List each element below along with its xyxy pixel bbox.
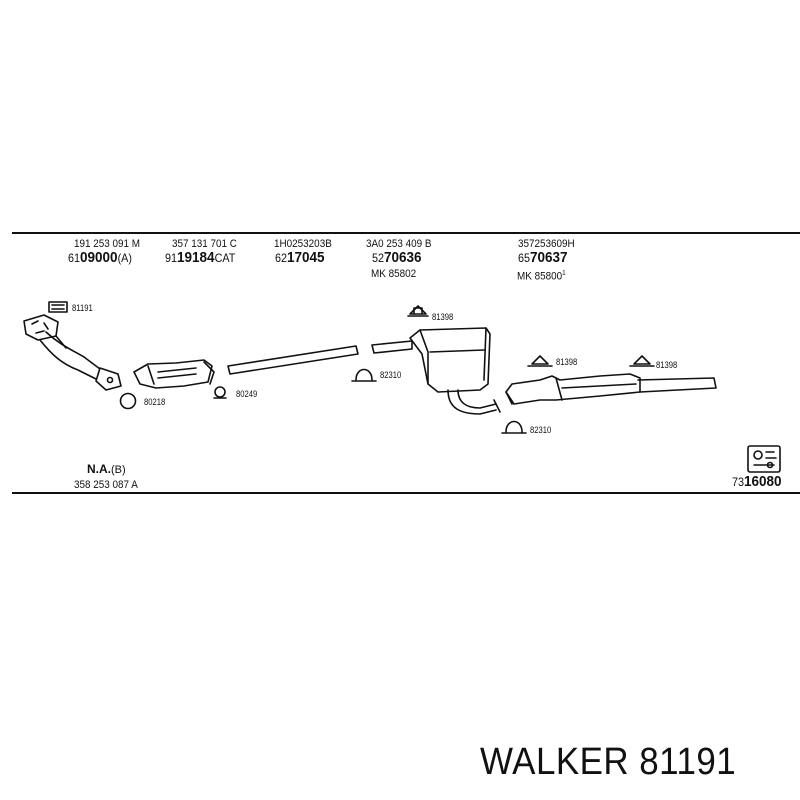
tag-81191: 81191: [72, 303, 93, 313]
part-mk-5: MK 858001: [517, 268, 566, 283]
hanger-icon-2: [527, 355, 553, 367]
tag-80218: 80218: [144, 397, 166, 407]
clamp-icon: [213, 386, 227, 399]
hanger-icon-3: [629, 355, 655, 367]
hanger-icon-1: [407, 305, 429, 317]
kit-prefix: 73: [732, 475, 745, 489]
bottom-rule: [12, 492, 800, 494]
part-mk-5-sup: 1: [562, 270, 566, 277]
part-number-2: 9119184CAT: [165, 249, 236, 266]
tag-82310-b: 82310: [530, 425, 552, 435]
na-suffix: (B): [111, 464, 126, 476]
middle-pipe-icon: [227, 345, 359, 375]
part-prefix-1: 61: [68, 251, 81, 265]
part-number-1: 6109000(A): [68, 249, 132, 266]
part-num-1: 09000: [80, 249, 118, 266]
na-text: N.A.: [87, 462, 111, 476]
part-num-2: 19184: [177, 249, 215, 266]
part-code-3: 1H0253203B: [274, 238, 332, 250]
na-label: N.A.(B): [87, 462, 126, 476]
part-number-3: 6217045: [275, 249, 325, 266]
part-num-5: 70637: [530, 249, 568, 266]
center-muffler-icon: [409, 327, 501, 415]
part-prefix-3: 62: [275, 251, 288, 265]
fitting-kit-icon: [747, 445, 781, 473]
u-clamp-icon-1: [351, 368, 377, 382]
gasket-plate-icon: [48, 301, 68, 313]
top-rule: [12, 232, 800, 234]
part-num-4: 70636: [384, 249, 422, 266]
part-number-5: 6570637: [518, 249, 568, 266]
u-clamp-icon-2: [501, 420, 527, 434]
part-num-3: 17045: [287, 249, 325, 266]
part-number-4: 5270636: [372, 249, 422, 266]
tag-81398-b: 81398: [556, 357, 578, 367]
pipe-stub-icon: [371, 340, 413, 354]
tag-80249: 80249: [236, 389, 258, 399]
ring-gasket-icon: [119, 392, 137, 410]
part-suffix-1: (A): [117, 251, 132, 265]
part-prefix-5: 65: [518, 251, 531, 265]
kit-num: 16080: [744, 473, 782, 490]
catalytic-converter-icon: [133, 359, 215, 389]
part-mk-4: MK 85802: [371, 268, 417, 280]
part-suffix-2: CAT: [214, 251, 236, 265]
part-mk-5-text: MK 85800: [517, 270, 563, 283]
part-prefix-2: 91: [165, 251, 178, 265]
tag-82310-a: 82310: [380, 370, 402, 380]
part-code-5: 357253609H: [518, 238, 575, 250]
part-prefix-4: 52: [372, 251, 385, 265]
part-code-2: 357 131 701 C: [172, 238, 237, 250]
part-code-1: 191 253 091 M: [74, 238, 141, 250]
tag-81398-a: 81398: [432, 312, 454, 322]
kit-number: 7316080: [732, 473, 782, 490]
tag-81398-c: 81398: [656, 360, 678, 370]
part-code-4: 3A0 253 409 B: [366, 238, 432, 250]
na-code: 358 253 087 A: [74, 479, 138, 491]
front-pipe-icon: [23, 314, 122, 391]
rear-muffler-icon: [505, 373, 717, 405]
brand-line: WALKER 81191: [480, 741, 737, 783]
